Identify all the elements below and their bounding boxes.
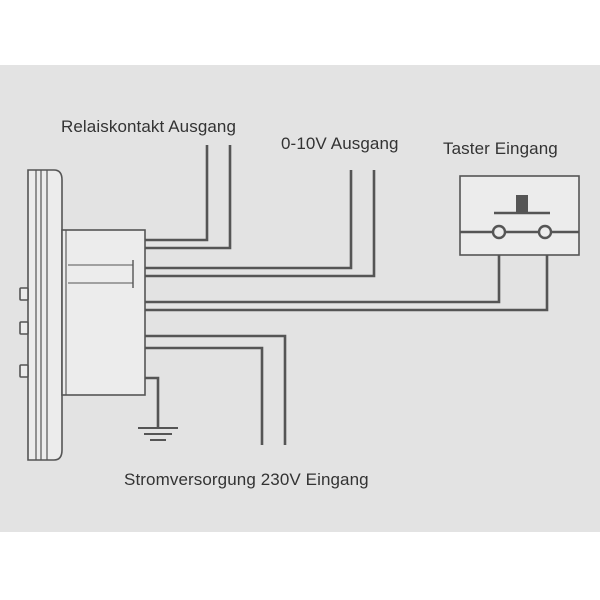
device-side-tab <box>19 287 29 301</box>
push-button-housing <box>459 175 580 256</box>
analog-output-label: 0-10V Ausgang <box>281 134 399 153</box>
device-front-plate <box>27 169 63 461</box>
relay-output-label: Relaiskontakt Ausgang <box>61 117 237 136</box>
device-body <box>61 229 146 396</box>
button-input-label: Taster Eingang <box>443 139 558 158</box>
power-input-label: Stromversorgung 230V Eingang <box>124 470 369 489</box>
ground-icon <box>138 427 178 441</box>
push-button-switch-icon <box>460 195 579 240</box>
analog-wire-2 <box>145 170 376 278</box>
ground-wire <box>145 376 160 428</box>
device-side-tab <box>19 364 29 378</box>
button-wire-2 <box>145 255 549 312</box>
relay-wire-1 <box>145 145 209 242</box>
wires <box>145 145 549 445</box>
power-wire-1 <box>145 346 264 445</box>
device <box>19 169 146 461</box>
relay-wire-2 <box>145 145 232 250</box>
button-wire-1 <box>145 255 501 304</box>
power-wire-2 <box>145 334 287 445</box>
analog-wire-1 <box>145 170 353 270</box>
device-side-tab <box>19 321 29 335</box>
push-button-box <box>459 175 580 256</box>
